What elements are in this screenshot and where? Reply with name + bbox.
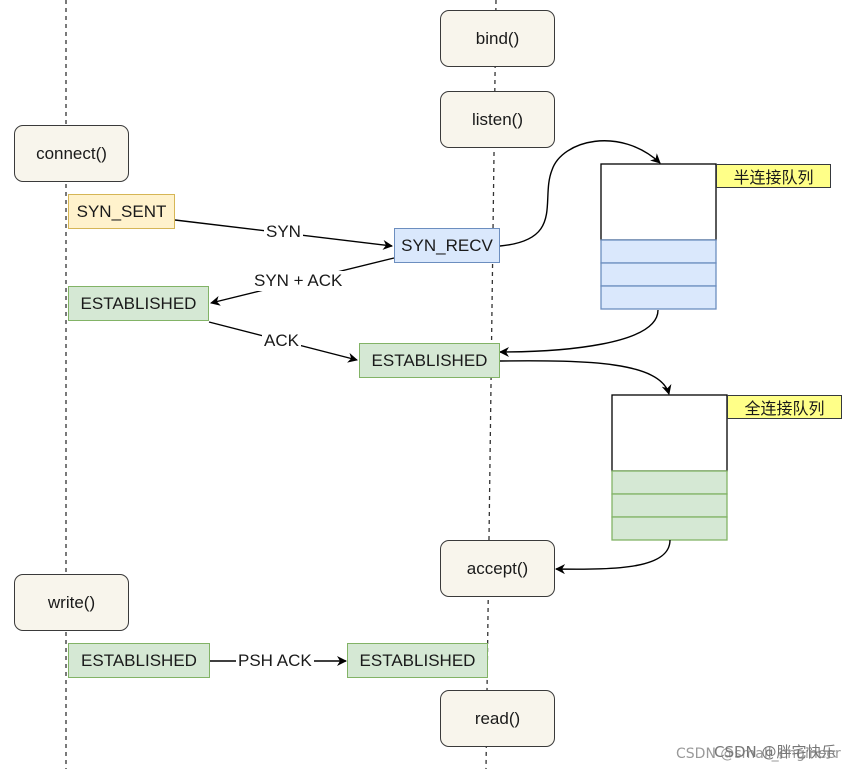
half-queue-label: 半连接队列 xyxy=(716,164,831,188)
listen-call: listen() xyxy=(440,91,555,148)
accept-call: accept() xyxy=(440,540,555,597)
bind-call: bind() xyxy=(440,10,555,67)
to-half-queue-curve xyxy=(499,140,661,247)
write-call: write() xyxy=(14,574,129,631)
syn-sent-state: SYN_SENT xyxy=(68,194,175,229)
read-call: read() xyxy=(440,690,555,747)
server-established-data-state: ESTABLISHED xyxy=(347,643,488,678)
syn-recv-state: SYN_RECV xyxy=(394,228,500,263)
ack-label: ACK xyxy=(262,331,301,351)
to-full-queue-curve xyxy=(499,360,672,395)
from-half-queue-curve xyxy=(499,309,659,357)
psh-ack-label: PSH ACK xyxy=(236,651,314,671)
server-established-state: ESTABLISHED xyxy=(359,343,500,378)
full-queue-label: 全连接队列 xyxy=(727,395,842,419)
connect-call: connect() xyxy=(14,125,129,182)
syn-label: SYN xyxy=(264,222,303,242)
half-queue-stack xyxy=(600,163,717,310)
syn-ack-label: SYN + ACK xyxy=(252,271,345,291)
watermark-back: CSDN @small_engineer xyxy=(676,746,841,762)
watermark-front: CSDN @胖宅快乐 xyxy=(714,743,837,761)
client-established-state: ESTABLISHED xyxy=(68,286,209,321)
full-queue-stack xyxy=(611,394,728,541)
client-established-data-state: ESTABLISHED xyxy=(68,643,210,678)
from-full-queue-curve xyxy=(555,539,671,575)
